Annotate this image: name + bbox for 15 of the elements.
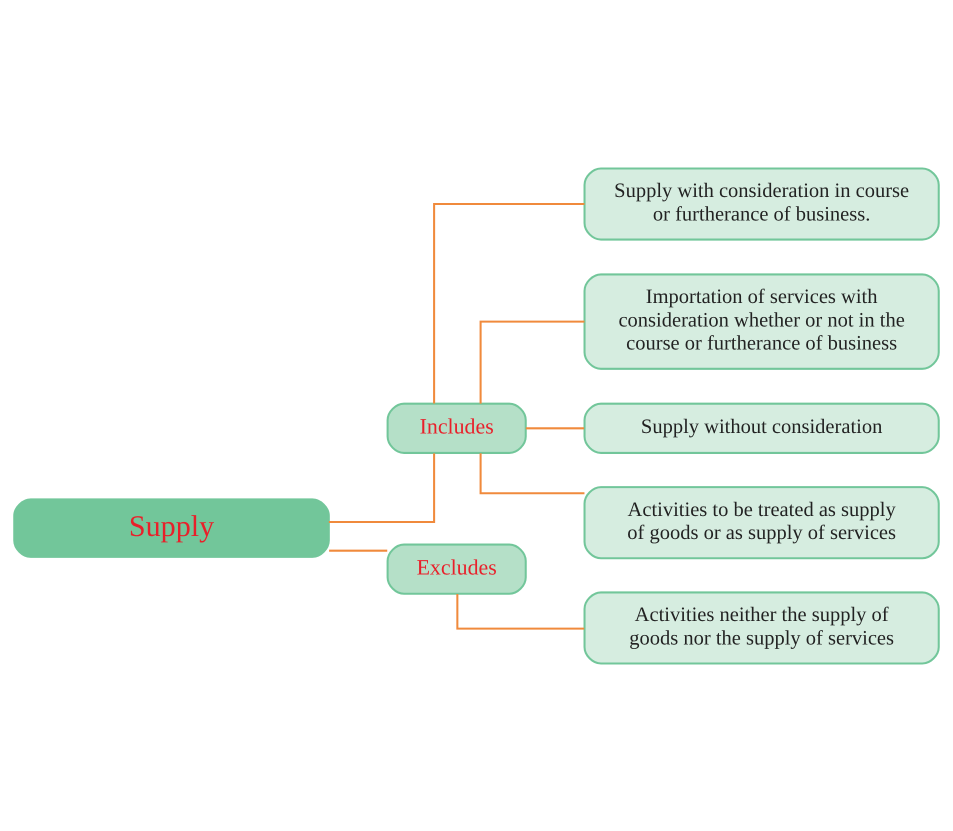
connector bbox=[480, 452, 584, 494]
node-box: Includes bbox=[386, 402, 527, 454]
node-box: Supply with consideration in course or furtherance of business. bbox=[584, 166, 940, 240]
connector bbox=[433, 202, 584, 403]
connector bbox=[329, 549, 388, 552]
connector bbox=[526, 426, 584, 429]
connector bbox=[480, 320, 584, 404]
node-box: Importation of services with consideration whether or not in the course or furtherance of business bbox=[584, 272, 940, 370]
node-box: Supply without consideration bbox=[584, 402, 940, 454]
connector bbox=[456, 594, 584, 630]
node-box: Activities neither the supply of goods nor the supply of services bbox=[584, 590, 940, 664]
node-box: Supply bbox=[13, 498, 330, 558]
node-box: Activities to be treated as supply of goods or as supply of services bbox=[584, 486, 940, 559]
connector bbox=[328, 452, 436, 522]
node-box: Excludes bbox=[386, 543, 527, 594]
